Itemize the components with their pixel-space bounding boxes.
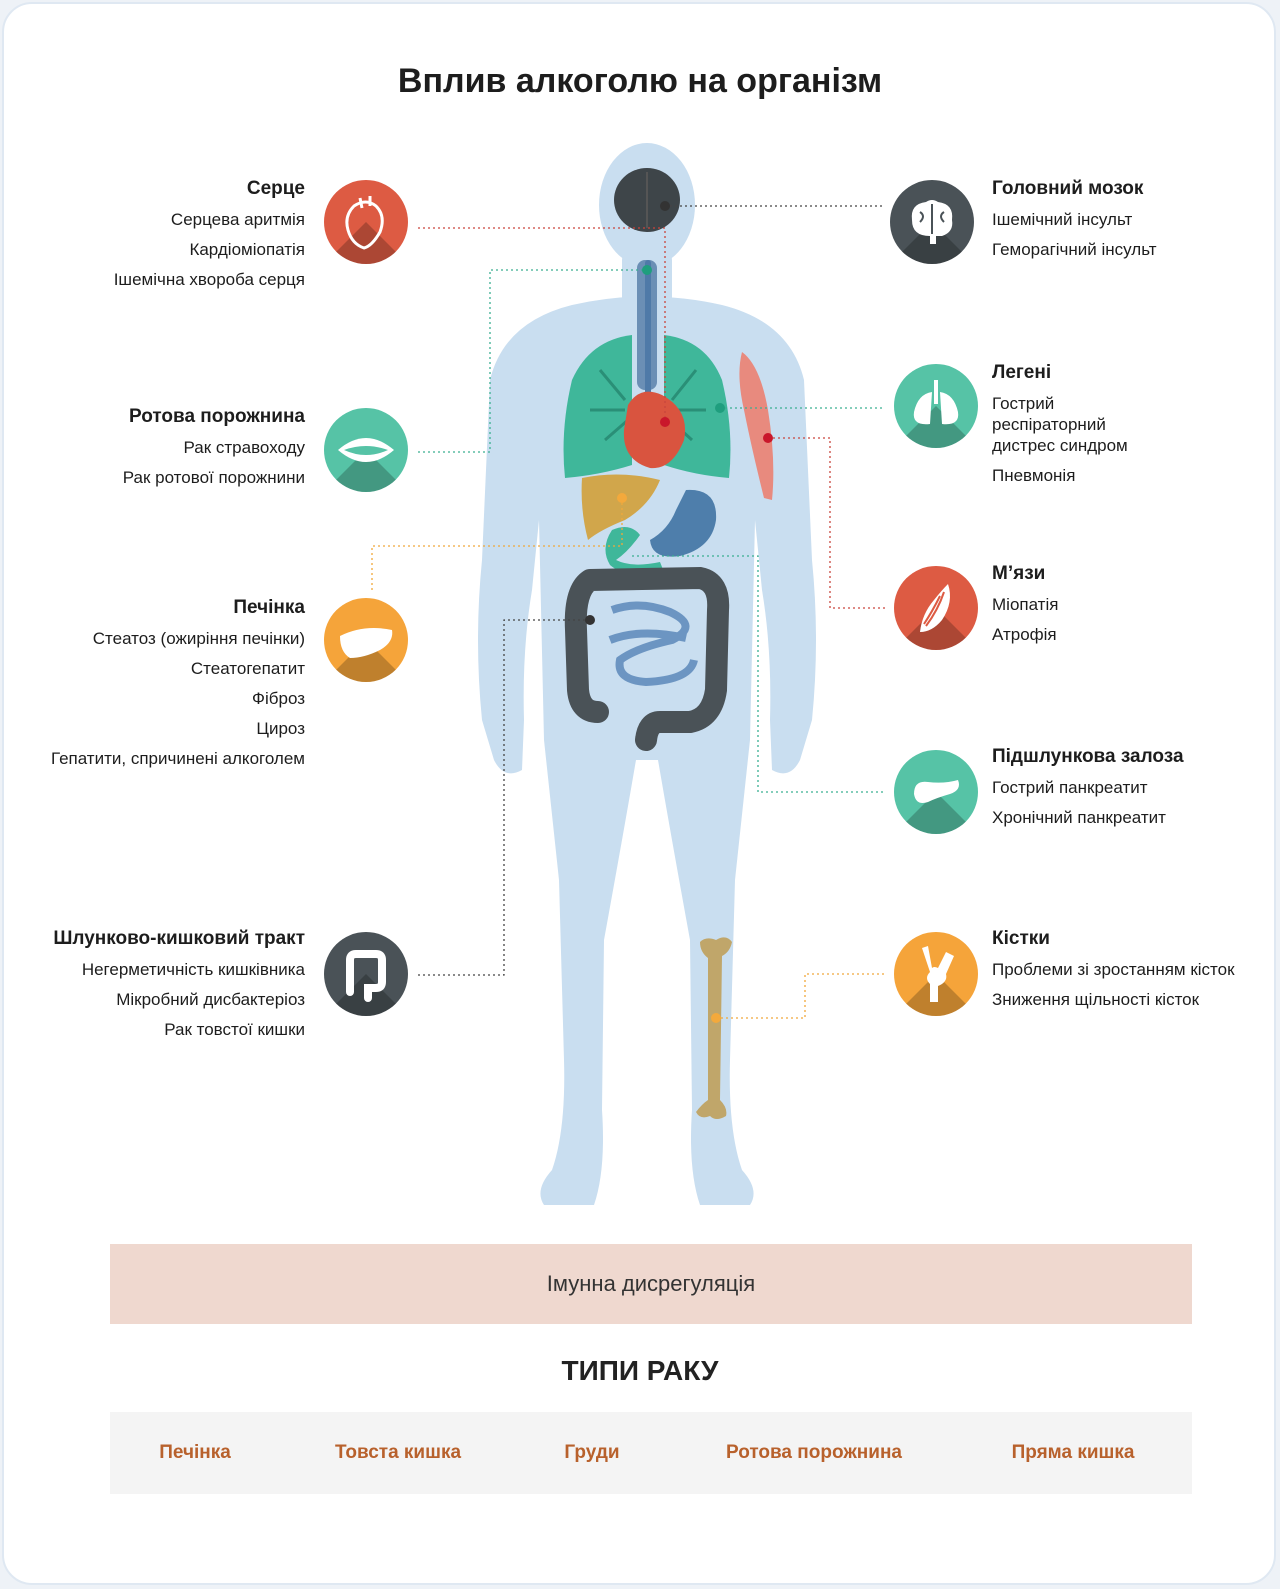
mouth-heading: Ротова порожнина bbox=[129, 406, 305, 427]
mouth-label-group: Ротова порожнина Рак стравоходу Рак рото… bbox=[123, 406, 305, 497]
mouth-item: Рак стравоходу bbox=[183, 438, 306, 457]
liver-item: Гепатити, спричинені алкоголем bbox=[51, 749, 305, 768]
small-intestine-organ bbox=[608, 601, 698, 687]
lungs-heading: Легені bbox=[992, 362, 1052, 383]
liver-heading: Печінка bbox=[233, 597, 305, 618]
gi-item: Рак товстої кишки bbox=[164, 1020, 305, 1039]
pancreas-icon bbox=[894, 750, 978, 834]
bones-item: Зниження щільності кісток bbox=[992, 990, 1200, 1009]
cancer-types-bar: Печінка Товста кишка Груди Ротова порожн… bbox=[110, 1412, 1192, 1494]
lungs-item: Пневмонія bbox=[992, 466, 1076, 485]
gi-item: Негерметичність кишківника bbox=[81, 960, 305, 979]
gi-label-group: Шлунково-кишковий тракт Негерметичність … bbox=[53, 928, 305, 1049]
bones-item: Проблеми зі зростанням кісток bbox=[992, 960, 1235, 979]
brain-icon bbox=[890, 180, 974, 264]
bones-label-group: Кістки Проблеми зі зростанням кісток Зни… bbox=[992, 928, 1235, 1019]
cancer-type-item: Печінка bbox=[159, 1442, 231, 1463]
pancreas-item: Гострий панкреатит bbox=[992, 778, 1148, 797]
pancreas-heading: Підшлункова залоза bbox=[992, 746, 1184, 767]
brain-heading: Головний мозок bbox=[992, 178, 1144, 199]
muscle-label-group: М’язи Міопатія Атрофія bbox=[992, 563, 1058, 654]
lungs-organ bbox=[563, 335, 632, 478]
arm-muscle-organ bbox=[739, 352, 774, 500]
heart-heading: Серце bbox=[246, 178, 305, 199]
lungs-item: Гострий респіраторний дистрес синдром bbox=[992, 394, 1128, 455]
pancreas-organ bbox=[605, 526, 664, 576]
heart-item: Ішемічна хвороба серця bbox=[113, 270, 305, 289]
cancer-type-item: Груди bbox=[564, 1442, 620, 1463]
brain-item: Ішемічний інсульт bbox=[992, 210, 1133, 229]
pancreas-item: Хронічний панкреатит bbox=[992, 808, 1166, 827]
connector-mouth bbox=[418, 269, 647, 453]
muscle-item: Міопатія bbox=[992, 595, 1059, 614]
brain-item: Геморагічний інсульт bbox=[992, 240, 1157, 259]
liver-label-group: Печінка Стеатоз (ожиріння печінки) Стеат… bbox=[51, 597, 305, 778]
liver-icon bbox=[324, 598, 408, 682]
heart-item: Серцева аритмія bbox=[170, 210, 305, 229]
brain-label-group: Головний мозок Ішемічний інсульт Гемораг… bbox=[992, 178, 1157, 269]
heart-label-group: Серце Серцева аритмія Кардіоміопатія Іше… bbox=[114, 178, 305, 299]
bones-heading: Кістки bbox=[992, 928, 1050, 949]
heart-icon bbox=[324, 180, 408, 264]
liver-item: Стеатогепатит bbox=[190, 659, 305, 678]
liver-item: Фіброз bbox=[252, 689, 305, 708]
gi-item: Мікробний дисбактеріоз bbox=[116, 990, 305, 1009]
liver-item: Цироз bbox=[256, 719, 305, 738]
page-title: Вплив алкоголю на організм bbox=[397, 62, 883, 100]
large-intestine-organ bbox=[564, 566, 730, 751]
cancer-type-item: Пряма кишка bbox=[1011, 1442, 1135, 1463]
cancer-type-item: Товста кишка bbox=[334, 1442, 462, 1463]
connector-muscle bbox=[768, 437, 885, 609]
lungs-icon bbox=[894, 364, 978, 448]
connector-bone bbox=[716, 973, 885, 1019]
immune-dysregulation-bar: Імунна дисрегуляція bbox=[110, 1244, 1192, 1324]
muscle-heading: М’язи bbox=[992, 563, 1046, 584]
stomach-organ bbox=[650, 489, 717, 557]
heart-item: Кардіоміопатія bbox=[189, 240, 305, 259]
mouth-icon bbox=[324, 408, 408, 492]
connector-heart bbox=[418, 227, 666, 420]
connector-liver bbox=[371, 498, 623, 590]
lungs-label-group: Легені Гострий респіраторний дистрес син… bbox=[992, 362, 1152, 495]
heart-organ bbox=[623, 391, 686, 469]
muscle-icon bbox=[894, 566, 978, 650]
femur-bone bbox=[696, 937, 732, 1119]
liver-item: Стеатоз (ожиріння печінки) bbox=[92, 629, 305, 648]
pancreas-label-group: Підшлункова залоза Гострий панкреатит Хр… bbox=[992, 746, 1184, 837]
cancer-types-title: ТИПИ РАКУ bbox=[561, 1355, 719, 1386]
muscle-item: Атрофія bbox=[992, 625, 1057, 644]
connector-dots bbox=[585, 201, 773, 1023]
bone-icon bbox=[894, 932, 978, 1016]
liver-organ bbox=[581, 474, 660, 540]
gi-heading: Шлунково-кишковий тракт bbox=[53, 928, 305, 949]
connector-pancreas bbox=[632, 555, 885, 793]
cancer-type-item: Ротова порожнина bbox=[726, 1442, 902, 1463]
intestine-icon bbox=[324, 932, 408, 1016]
mouth-item: Рак ротової порожнини bbox=[122, 468, 305, 487]
